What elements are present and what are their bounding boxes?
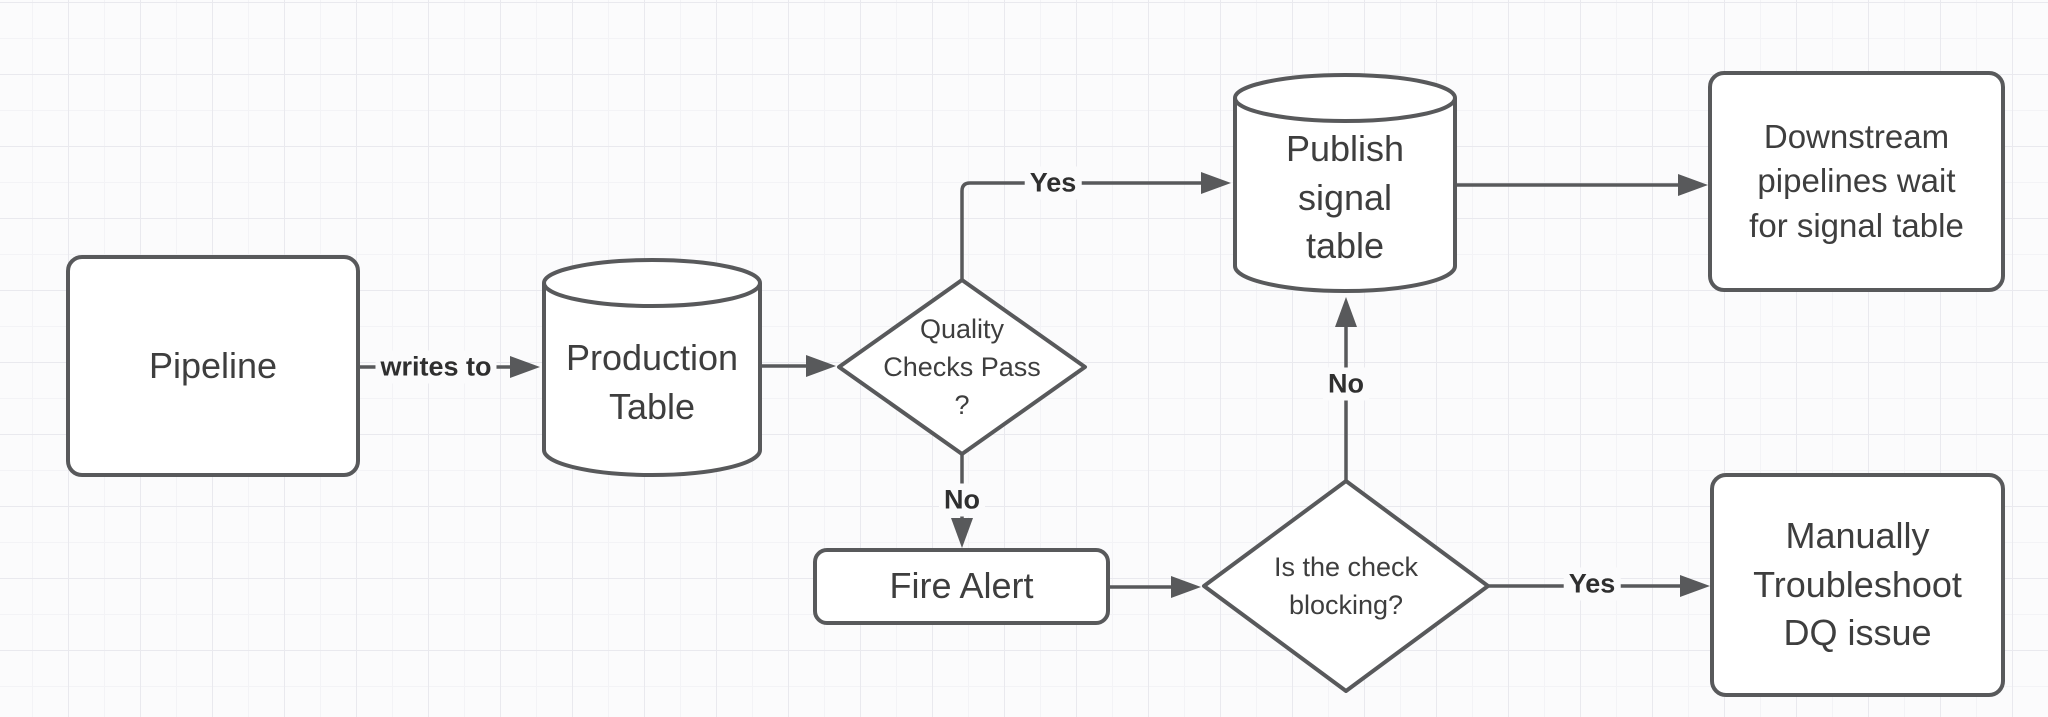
node-production-table[interactable]: Production Table [540,256,764,479]
edge-publish-to-downstream[interactable] [1457,174,1708,196]
arrowhead-down [951,518,973,548]
edge-production-to-quality[interactable] [762,355,836,377]
cylinder-shape [1233,73,1457,293]
diamond-shape [1202,479,1490,693]
node-publish-signal-table[interactable]: Publish signal table [1231,71,1459,295]
arrowhead-right [1678,174,1708,196]
edge-blocking-no-to-publish[interactable] [1335,297,1357,480]
edge-label-writes-to[interactable]: writes to [375,350,497,384]
edge-label-blocking-yes[interactable]: Yes [1563,567,1621,601]
arrowhead-right [1680,575,1710,597]
node-manual-troubleshoot-label: Manually Troubleshoot DQ issue [1753,515,1962,654]
node-quality-checks[interactable]: Quality Checks Pass ? [836,277,1088,457]
cylinder-shape [542,258,762,477]
arrowhead-up [1335,297,1357,327]
node-pipeline[interactable]: Pipeline [66,255,360,477]
arrowhead-right [510,356,540,378]
diamond-shape [837,278,1087,456]
edge-quality-yes-to-publish[interactable] [960,172,1231,279]
arrowhead-right [1171,576,1201,598]
node-quality-checks-label: Quality Checks Pass ? [883,313,1041,421]
edge-label-blocking-no[interactable]: No [1323,367,1369,401]
edge-label-quality-yes[interactable]: Yes [1024,166,1082,200]
arrowhead-right [1201,172,1231,194]
edge-fire-alert-to-blocking[interactable] [1108,576,1201,598]
node-check-blocking-label: Is the check blocking? [1273,551,1419,620]
node-fire-alert[interactable]: Fire Alert [813,548,1110,625]
node-manual-troubleshoot[interactable]: Manually Troubleshoot DQ issue [1710,473,2005,697]
node-check-blocking[interactable]: Is the check blocking? [1201,478,1491,694]
node-downstream-wait[interactable]: Downstream pipelines wait for signal tab… [1708,71,2005,292]
node-downstream-wait-label: Downstream pipelines wait for signal tab… [1749,117,1964,244]
arrowhead-right [806,355,836,377]
node-production-table-label: Production Table [565,336,739,427]
node-pipeline-label: Pipeline [148,344,278,386]
node-fire-alert-label: Fire Alert [889,565,1034,607]
node-publish-signal-table-label: Publish signal table [1285,128,1405,267]
edge-label-quality-no[interactable]: No [939,483,985,517]
